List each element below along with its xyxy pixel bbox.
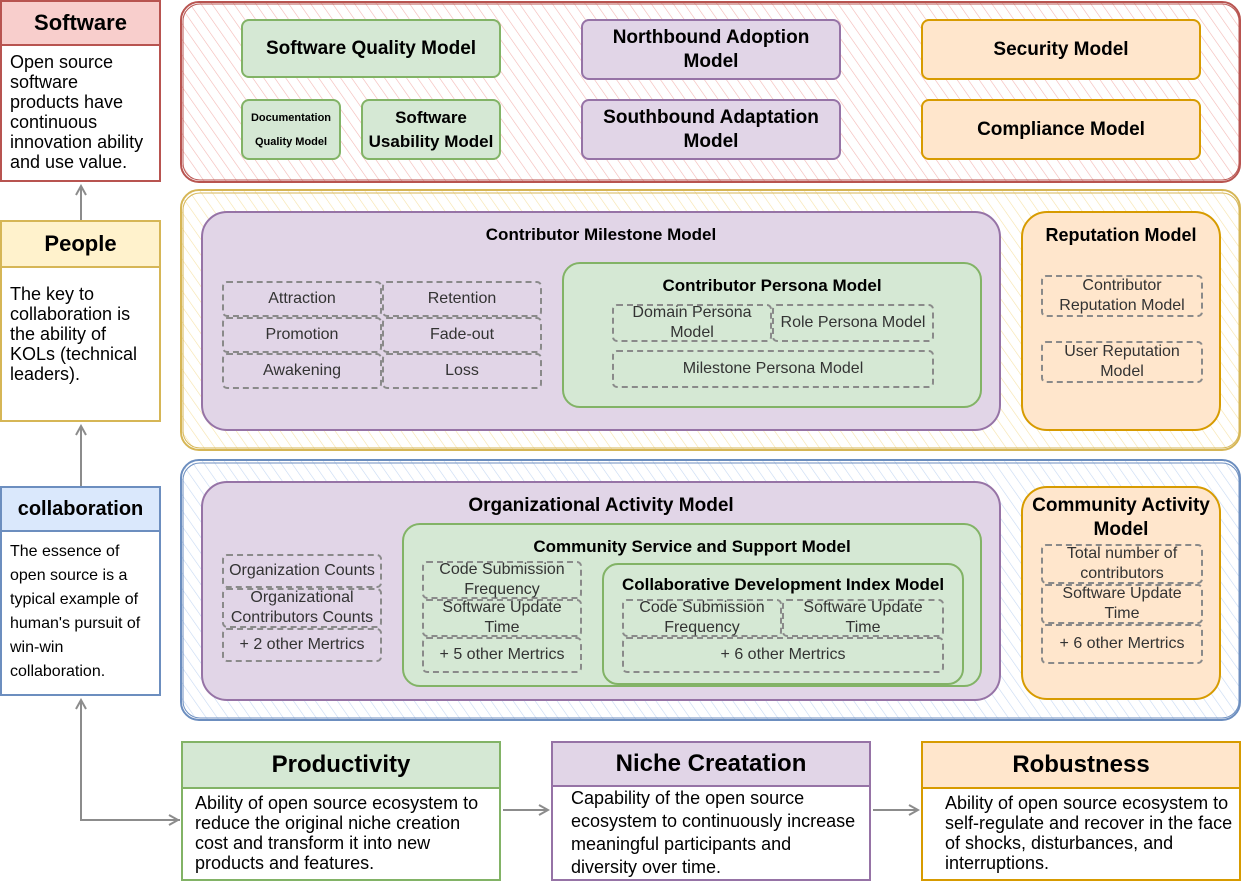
stage-retention: Retention	[382, 281, 542, 317]
robustness-description: Ability of open source ecosystem to self…	[921, 789, 1241, 881]
cdi-other-metrics: + 6 other Mertrics	[622, 637, 944, 673]
org-other-metrics: + 2 other Mertrics	[222, 628, 382, 662]
cdi-code-submission-frequency: Code Submission Frequency	[622, 599, 782, 637]
cdi-software-update-time: Software Update Time	[782, 599, 944, 637]
collaboration-title: collaboration	[17, 497, 144, 520]
niche-creation-description: Capability of the open source ecosystem …	[551, 787, 871, 881]
organizational-activity-model: Organizational Activity Model Organizati…	[201, 481, 1001, 701]
software-usability-model: Software Usability Model	[361, 99, 501, 160]
organization-counts: Organization Counts	[222, 554, 382, 588]
people-header: People	[0, 220, 161, 268]
stage-fade-out: Fade-out	[382, 317, 542, 353]
robustness-header: Robustness	[921, 741, 1241, 789]
css-other-metrics: + 5 other Mertrics	[422, 637, 582, 673]
contributor-persona-model: Contributor Persona Model Domain Persona…	[562, 262, 982, 408]
role-persona-model: Role Persona Model	[772, 304, 934, 342]
southbound-adaptation-model: Southbound Adaptation Model	[581, 99, 841, 160]
organizational-contributors-counts: Organizational Contributors Counts	[222, 588, 382, 628]
ca-software-update-time: Software Update Time	[1041, 584, 1203, 624]
css-software-update-time: Software Update Time	[422, 599, 582, 637]
stage-awakening: Awakening	[222, 353, 382, 389]
css-code-submission-frequency: Code Submission Frequency	[422, 561, 582, 599]
domain-persona-model: Domain Persona Model	[612, 304, 772, 342]
milestone-persona-model: Milestone Persona Model	[612, 350, 934, 388]
compliance-model: Compliance Model	[921, 99, 1201, 160]
user-reputation-model: User Reputation Model	[1041, 341, 1203, 383]
contributor-reputation-model: Contributor Reputation Model	[1041, 275, 1203, 317]
collaborative-development-index-model: Collaborative Development Index Model Co…	[602, 563, 964, 685]
arrow-productivity-to-collab	[81, 700, 180, 821]
contributor-milestone-model: Contributor Milestone Model Attraction R…	[201, 211, 1001, 431]
stage-promotion: Promotion	[222, 317, 382, 353]
reputation-model: Reputation Model Contributor Reputation …	[1021, 211, 1221, 431]
productivity-header: Productivity	[181, 741, 501, 789]
robustness-title: Robustness	[1012, 751, 1150, 778]
organizational-activity-title: Organizational Activity Model	[468, 495, 734, 516]
people-description: The key to collaboration is the ability …	[0, 268, 161, 422]
community-activity-title: Community Activity Model	[1032, 495, 1210, 540]
niche-creation-title: Niche Creatation	[615, 750, 807, 777]
arrow-collab-to-productivity	[80, 700, 178, 820]
documentation-quality-model: Documentation Quality Model	[241, 99, 341, 160]
niche-creation-header: Niche Creatation	[551, 741, 871, 787]
collaboration-description: The essence of open source is a typical …	[0, 532, 161, 696]
productivity-title: Productivity	[271, 751, 411, 778]
reputation-title: Reputation Model	[1045, 225, 1197, 245]
software-header: Software	[0, 0, 161, 46]
software-description: Open source software products have conti…	[0, 46, 161, 182]
community-service-support-model: Community Service and Support Model Code…	[402, 523, 982, 687]
collaboration-header: collaboration	[0, 486, 161, 532]
productivity-description: Ability of open source ecosystem to redu…	[181, 789, 501, 881]
stage-attraction: Attraction	[222, 281, 382, 317]
ca-other-metrics: + 6 other Mertrics	[1041, 624, 1203, 664]
community-service-title: Community Service and Support Model	[533, 537, 851, 556]
stage-loss: Loss	[382, 353, 542, 389]
contributor-milestone-title: Contributor Milestone Model	[485, 225, 717, 244]
northbound-adoption-model: Northbound Adoption Model	[581, 19, 841, 80]
contributor-persona-title: Contributor Persona Model	[662, 276, 882, 295]
software-quality-model: Software Quality Model	[241, 19, 501, 78]
total-number-of-contributors: Total number of contributors	[1041, 544, 1203, 584]
people-title: People	[44, 231, 117, 256]
software-title: Software	[34, 10, 127, 35]
collab-dev-title: Collaborative Development Index Model	[621, 575, 945, 594]
security-model: Security Model	[921, 19, 1201, 80]
community-activity-model: Community Activity Model Total number of…	[1021, 486, 1221, 700]
